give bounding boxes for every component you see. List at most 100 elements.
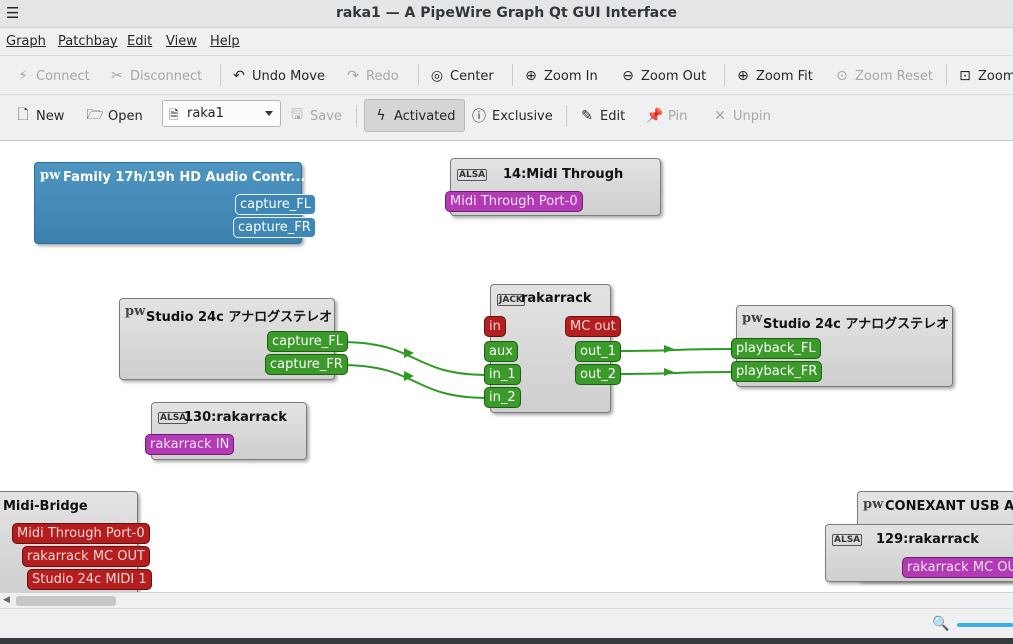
connection-arrow [664, 345, 674, 353]
zoom-range-button[interactable]: ⊡ Zoom [956, 65, 1013, 87]
port-in-2[interactable]: in_2 [484, 387, 521, 408]
pin-label: Pin [668, 108, 688, 124]
port-out-2[interactable]: out_2 [575, 364, 622, 385]
exclusive-icon: ⓘ [472, 109, 486, 125]
connection-out1-playback-fl[interactable] [615, 348, 733, 352]
center-button[interactable]: ◎ Center [428, 65, 494, 87]
port-capture-fl[interactable]: capture_FL [267, 331, 348, 352]
port-aux[interactable]: aux [484, 341, 518, 362]
pin-button[interactable]: 📌Pin [646, 105, 687, 127]
lightning-icon: ϟ [376, 108, 386, 124]
zoom-reset-label: Zoom Reset [855, 68, 933, 84]
pin-icon: 📌 [646, 108, 664, 124]
toolbar-separator [220, 64, 221, 86]
port-capture-fr[interactable]: capture_FR [265, 354, 348, 375]
scroll-left-icon[interactable]: ◀ [3, 595, 10, 605]
status-bar: 🔍 [0, 608, 1013, 638]
port-mc-out[interactable]: MC out [565, 316, 621, 337]
redo-button[interactable]: ↷Redo [344, 65, 399, 87]
new-label: New [36, 108, 65, 124]
unpin-button[interactable]: ✕Unpin [711, 105, 771, 127]
unpin-label: Unpin [733, 108, 771, 124]
pipewire-icon: pw [742, 311, 763, 326]
port-capture-fl[interactable]: capture_FL [235, 194, 316, 215]
connection-arrow [404, 371, 414, 381]
activated-toggle[interactable] [364, 99, 465, 132]
zoom-out-button[interactable]: ⊖Zoom Out [619, 65, 706, 87]
port-midi-through-0[interactable]: Midi Through Port-0 [12, 523, 150, 544]
zoom-in-button[interactable]: ⊕Zoom In [522, 65, 598, 87]
node-title: 130:rakarrack [184, 410, 287, 425]
toolbar-separator [566, 105, 567, 127]
zoom-icon: 🔍 [932, 616, 950, 632]
disconnect-label: Disconnect [130, 68, 203, 84]
taskbar-strip [0, 638, 1013, 644]
edit-button[interactable]: ✎Edit [578, 105, 625, 127]
zoom-range-label: Zoom [978, 68, 1013, 84]
scrollbar-thumb[interactable] [16, 596, 116, 606]
alsa-icon: ALSA [158, 412, 189, 424]
node-title: Studio 24c アナログステレオ [146, 310, 333, 325]
zoom-reset-button[interactable]: ⊙Zoom Reset [833, 65, 933, 87]
undo-move-button[interactable]: ↶Undo Move [230, 65, 325, 87]
port-in-1[interactable]: in_1 [484, 364, 521, 385]
window-title: raka1 — A PipeWire Graph Qt GUI Interfac… [335, 5, 678, 21]
zoom-out-label: Zoom Out [641, 68, 707, 84]
menu-graph[interactable]: Graph [6, 34, 46, 49]
horizontal-scrollbar[interactable]: ◀ [0, 592, 1013, 608]
port-out-1[interactable]: out_1 [575, 341, 622, 362]
port-capture-fr[interactable]: capture_FR [233, 217, 316, 238]
disconnect-button[interactable]: ✂Disconnect [108, 65, 202, 87]
pipewire-icon: pw [40, 168, 61, 183]
node-title: Midi-Bridge [3, 499, 88, 514]
zoom-slider[interactable] [957, 623, 1013, 627]
port-in[interactable]: in [484, 316, 506, 337]
patchbay-select[interactable]: 🗎 raka1 [162, 100, 281, 127]
open-label: Open [108, 108, 143, 124]
alsa-icon: ALSA [457, 169, 488, 181]
connection-out2-playback-fr[interactable] [615, 371, 733, 375]
node-title: Studio 24c アナログステレオ [763, 317, 950, 332]
pipewire-icon: pw [863, 497, 884, 512]
zoom-fit-button[interactable]: ⊕Zoom Fit [734, 65, 813, 87]
menu-edit[interactable]: Edit [127, 34, 153, 49]
patchbay-file-icon: 🗎 [169, 108, 179, 122]
edit-label: Edit [600, 108, 626, 124]
connection-capture-fr-in2[interactable] [339, 364, 489, 399]
menu-view[interactable]: View [166, 34, 197, 49]
port-rakarrack-in[interactable]: rakarrack IN [145, 434, 235, 455]
port-midi-through-0[interactable]: Midi Through Port-0 [445, 191, 583, 212]
connection-capture-fl-in1[interactable] [339, 341, 489, 376]
zoom-fit-label: Zoom Fit [756, 68, 813, 84]
center-label: Center [450, 68, 494, 84]
node-title: CONEXANT USB AUD [885, 499, 1013, 514]
zoom-range-icon: ⊡ [959, 68, 971, 84]
center-icon: ◎ [430, 68, 444, 84]
zoom-in-icon: ⊕ [525, 68, 537, 84]
port-playback-fr[interactable]: playback_FR [731, 361, 823, 382]
new-button[interactable]: 🗋New [14, 105, 64, 127]
patchbay-select-value: raka1 [187, 106, 224, 121]
toolbar-separator [418, 64, 419, 86]
save-button[interactable]: 🖫Save [288, 105, 342, 127]
alsa-icon: ALSA [832, 534, 863, 546]
patchbay-canvas[interactable]: pw Family 17h/19h HD Audio Contr... capt… [0, 140, 1013, 592]
port-rakarrack-mc-out[interactable]: rakarrack MC OUT [22, 546, 150, 567]
menu-bar: Graph Patchbay Edit View Help [0, 28, 1013, 54]
port-studio-24c-midi-1[interactable]: Studio 24c MIDI 1 [27, 569, 152, 590]
open-button[interactable]: 🗁Open [86, 105, 143, 127]
jack-icon: JACK [497, 294, 525, 306]
node-title: rakarrack [521, 291, 592, 306]
connect-button[interactable]: ⚡Connect [14, 65, 90, 87]
node-title: 14:Midi Through [503, 167, 624, 182]
undo-icon: ↶ [233, 68, 245, 84]
menu-help[interactable]: Help [210, 34, 240, 49]
menu-patchbay[interactable]: Patchbay [58, 34, 118, 49]
port-rakarrack-mc-out[interactable]: rakarrack MC OUT [902, 557, 1013, 578]
hamburger-menu-icon[interactable]: ☰ [6, 4, 20, 22]
toolbar-separator [946, 64, 947, 86]
port-playback-fl[interactable]: playback_FL [731, 338, 821, 359]
